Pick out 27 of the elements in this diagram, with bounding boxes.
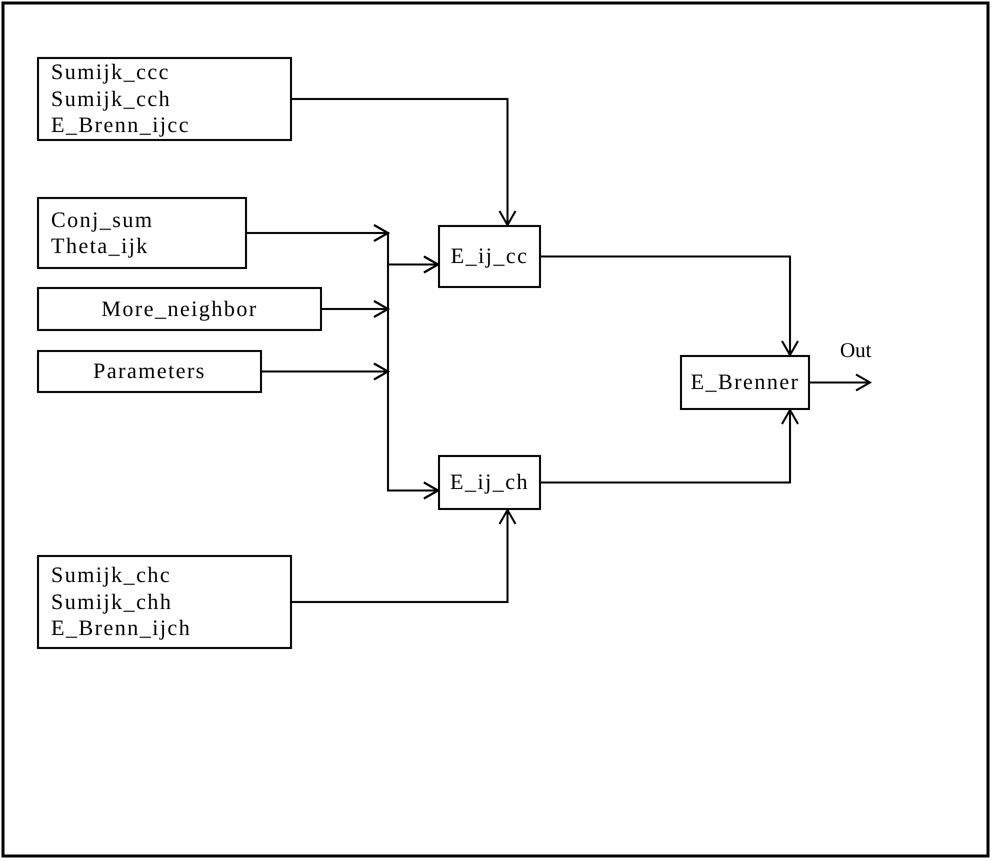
variable-name: More_neighbor <box>101 296 258 322</box>
variable-name: E_Brenn_ijch <box>51 615 192 642</box>
variable-name: Sumijk_chh <box>51 588 174 616</box>
variable-name: E_Brenner <box>690 369 800 396</box>
variable-name: Sumijk_ccc <box>51 59 171 86</box>
arrow <box>541 409 799 484</box>
process-box <box>37 197 247 269</box>
process-box <box>37 350 262 393</box>
process-box <box>438 455 541 510</box>
arrow <box>292 98 516 226</box>
variable-name: Theta_ijk <box>51 233 150 260</box>
variable-name: Sumijk_cch <box>51 86 172 112</box>
variable-name: E_Brenn_ijcc <box>51 112 191 139</box>
process-box <box>438 225 541 288</box>
variable-name: E_ij_ch <box>450 469 529 496</box>
variable-name: Sumijk_chc <box>51 562 172 589</box>
arrow <box>261 362 439 500</box>
arrow <box>810 374 871 392</box>
process-box <box>680 355 810 410</box>
process-box <box>37 555 292 649</box>
process-box <box>37 287 322 331</box>
process-box <box>37 57 292 141</box>
variable-name: Parameters <box>93 358 206 385</box>
arrow <box>541 256 799 356</box>
arrow <box>292 509 516 603</box>
variable-name: Conj_sum <box>51 206 154 233</box>
variable-name: E_ij_cc <box>450 243 528 270</box>
